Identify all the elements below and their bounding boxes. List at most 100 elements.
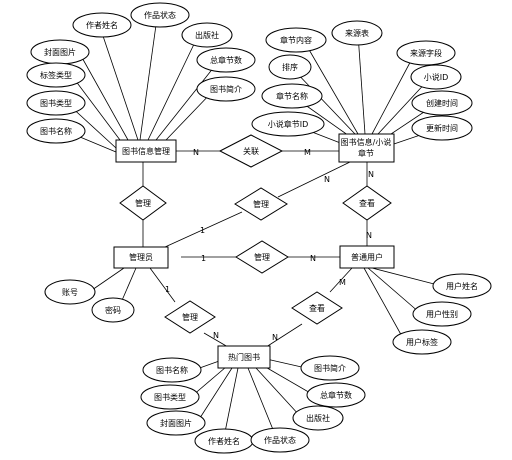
svg-text:章节名称: 章节名称	[276, 91, 308, 101]
svg-text:作者姓名: 作者姓名	[208, 436, 240, 446]
cardinality-chapter-view: N	[368, 170, 374, 179]
attr-user-tag: 用户标签	[392, 329, 452, 355]
svg-text:管理: 管理	[182, 312, 198, 322]
attr-book-cover: 封面图片	[30, 39, 90, 65]
attr-book-total-chapters: 总章节数	[196, 47, 256, 73]
entity-admin[interactable]: 管理员	[113, 246, 169, 269]
svg-text:用户姓名: 用户姓名	[446, 281, 478, 291]
attr-admin-account: 账号	[44, 279, 96, 305]
svg-text:出版社: 出版社	[306, 413, 330, 423]
cardinality-admin-mid: 1	[201, 254, 206, 263]
svg-text:标签类型: 标签类型	[40, 70, 72, 80]
attr-hot-name: 图书名称	[142, 357, 202, 383]
cardinality-diag-chapter: N	[324, 175, 330, 184]
attr-book-intro: 图书简介	[196, 76, 256, 102]
attr-book-author: 作者姓名	[72, 12, 132, 38]
attr-hot-status: 作品状态	[250, 427, 310, 453]
svg-text:管理员: 管理员	[129, 252, 153, 262]
cardinality-mid-user: N	[310, 254, 316, 263]
relation-manage-diagonal[interactable]: 管理	[234, 187, 288, 221]
attr-chapter-order: 排序	[268, 54, 312, 80]
svg-text:总章节数: 总章节数	[320, 390, 352, 400]
svg-text:账号: 账号	[62, 288, 78, 297]
svg-text:图书信息管理: 图书信息管理	[122, 146, 170, 156]
cardinality-admin-bottom: 1	[165, 285, 170, 294]
svg-text:排序: 排序	[282, 62, 298, 72]
attr-user-name: 用户姓名	[432, 273, 492, 299]
svg-text:密码: 密码	[105, 305, 121, 315]
svg-text:管理: 管理	[135, 198, 151, 208]
svg-text:查看: 查看	[309, 303, 325, 313]
relation-view-bottom[interactable]: 查看	[291, 291, 343, 325]
cardinality-viewb-hot: N	[272, 333, 278, 342]
attr-book-status: 作品状态	[130, 2, 190, 28]
svg-text:章节: 章节	[358, 148, 374, 158]
attr-chapter-novel-id: 小说ID	[410, 64, 462, 90]
attr-hot-cover: 封面图片	[146, 410, 206, 436]
entity-book-management[interactable]: 图书信息管理	[115, 139, 177, 163]
attr-hot-author: 作者姓名	[194, 428, 254, 454]
svg-text:创建时间: 创建时间	[426, 98, 458, 108]
attr-hot-publisher: 出版社	[292, 405, 344, 431]
svg-text:封面图片: 封面图片	[160, 418, 192, 428]
svg-text:来源字段: 来源字段	[410, 48, 442, 58]
svg-text:小说章节ID: 小说章节ID	[268, 119, 309, 129]
relation-manage-bottom[interactable]: 管理	[164, 300, 216, 334]
svg-text:图书名称: 图书名称	[40, 126, 72, 136]
cardinality-admin-diag: 1	[200, 226, 205, 235]
attr-hot-intro: 图书简介	[300, 355, 360, 381]
attr-chapter-source-table: 来源表	[331, 20, 383, 46]
cardinality-user-viewb: M	[339, 278, 346, 287]
cardinality-view-user: N	[366, 231, 372, 240]
cardinality-labels: N M 1 N N N 1 N 1 N M N	[165, 148, 374, 342]
cardinality-bottom-hot: N	[213, 331, 219, 340]
attr-admin-password: 密码	[91, 297, 135, 323]
svg-text:管理: 管理	[253, 199, 269, 209]
svg-text:作者姓名: 作者姓名	[86, 20, 118, 30]
cardinality-link-chapter: M	[304, 148, 311, 157]
svg-text:更新时间: 更新时间	[426, 123, 458, 133]
attr-book-publisher: 出版社	[181, 22, 233, 48]
attr-book-tag-type: 标签类型	[26, 62, 86, 88]
svg-text:图书简介: 图书简介	[210, 84, 242, 94]
attr-chapter-created: 创建时间	[411, 90, 473, 116]
svg-text:总章节数: 总章节数	[210, 55, 242, 65]
attr-chapter-id: 小说章节ID	[251, 111, 325, 137]
svg-text:普通用户: 普通用户	[351, 252, 383, 262]
svg-text:图书信息/小说: 图书信息/小说	[341, 137, 392, 147]
attr-chapter-updated: 更新时间	[411, 115, 473, 141]
svg-text:用户性别: 用户性别	[426, 309, 458, 319]
attr-hot-total-chapters: 总章节数	[306, 382, 366, 408]
entity-user[interactable]: 普通用户	[339, 245, 395, 269]
relation-manage-top[interactable]: 管理	[119, 185, 167, 221]
cardinality-book-link: N	[193, 148, 199, 157]
svg-text:作品状态: 作品状态	[144, 10, 176, 20]
svg-text:小说ID: 小说ID	[424, 72, 449, 82]
attr-hot-type: 图书类型	[140, 384, 200, 410]
svg-text:用户标签: 用户标签	[406, 337, 438, 347]
svg-text:作品状态: 作品状态	[264, 435, 296, 445]
attr-book-name: 图书名称	[26, 118, 86, 144]
relation-manage-middle[interactable]: 管理	[235, 240, 289, 274]
svg-text:图书简介: 图书简介	[314, 363, 346, 373]
entity-hot-books[interactable]: 热门图书	[217, 345, 271, 369]
attr-chapter-title: 章节名称	[261, 83, 323, 109]
svg-text:管理: 管理	[254, 252, 270, 262]
svg-text:查看: 查看	[359, 198, 375, 208]
entity-chapter-info[interactable]: 图书信息/小说 章节	[338, 133, 395, 163]
svg-text:封面图片: 封面图片	[44, 47, 76, 57]
svg-text:图书类型: 图书类型	[40, 98, 72, 108]
svg-text:图书类型: 图书类型	[154, 392, 186, 402]
svg-text:关联: 关联	[243, 146, 259, 156]
svg-text:来源表: 来源表	[345, 28, 369, 38]
svg-text:章节内容: 章节内容	[280, 35, 312, 45]
relation-view-right[interactable]: 查看	[342, 185, 392, 221]
attr-chapter-source-field: 来源字段	[396, 40, 456, 66]
svg-text:出版社: 出版社	[195, 30, 219, 40]
relation-link[interactable]: 关联	[218, 134, 284, 168]
attr-chapter-content: 章节内容	[265, 27, 327, 53]
attr-user-gender: 用户性别	[412, 301, 472, 327]
svg-text:热门图书: 热门图书	[228, 352, 260, 362]
attr-book-type: 图书类型	[26, 90, 86, 116]
